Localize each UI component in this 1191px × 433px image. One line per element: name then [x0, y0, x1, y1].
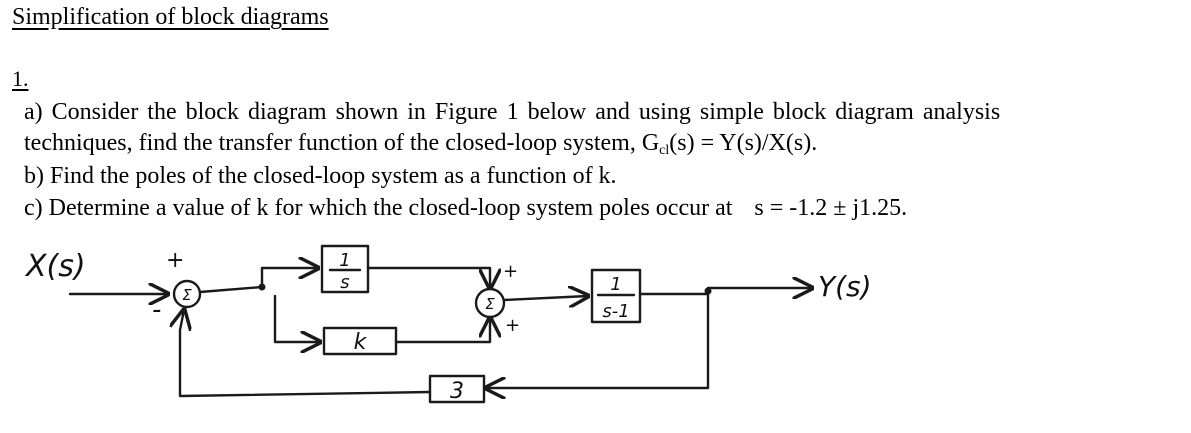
- feedback-line-to-sum1: [180, 310, 432, 398]
- output-signal-line: [638, 288, 812, 294]
- summing-junction-2: Σ: [474, 287, 506, 319]
- gain-input-line: [273, 294, 320, 342]
- sum2-top-sign: +: [503, 261, 518, 282]
- part-a-prefix: techniques, find the transfer function o…: [24, 130, 660, 156]
- gain-output-line: [394, 318, 490, 344]
- question-part-c: c) Determine a value of k for which the …: [24, 194, 907, 222]
- sum1-output-line: [198, 285, 264, 294]
- feedback-gain-label: 3: [450, 379, 464, 404]
- part-c-target-poles: s = -1.2 ± j1.25.: [754, 195, 908, 221]
- part-a-subscript: cl: [659, 143, 670, 158]
- output-label: Y(s): [818, 270, 872, 303]
- question-part-a-line-1: a) Consider the block diagram shown in F…: [24, 99, 1001, 125]
- sum2-output-line: [502, 296, 588, 300]
- sum1-plus-sign: +: [166, 248, 184, 273]
- sum1-minus-sign: -: [152, 295, 161, 325]
- plant-numerator: 1: [610, 274, 621, 295]
- integrator-input-line: [260, 268, 318, 289]
- part-c-text: c) Determine a value of k for which the …: [24, 195, 733, 221]
- branch-point-2: [704, 287, 712, 295]
- sum1-symbol: Σ: [182, 286, 192, 304]
- page-title: Simplification of block diagrams: [12, 4, 329, 30]
- question-part-a-line-2: techniques, find the transfer function o…: [24, 129, 817, 165]
- integrator-denominator: s: [340, 272, 349, 293]
- plant-block: 1 s-1: [590, 268, 642, 324]
- integrator-numerator: 1: [339, 250, 350, 271]
- sum2-bottom-sign: +: [505, 315, 520, 336]
- gain-block: k: [322, 326, 398, 356]
- gain-label: k: [354, 330, 368, 355]
- integrator-output-line: [366, 266, 490, 288]
- question-part-b: b) Find the poles of the closed-loop sys…: [24, 163, 617, 189]
- block-diagram-figure: X(s) Σ + - 1 s k Σ + + 1 s-1: [24, 244, 872, 404]
- input-label: X(s): [24, 249, 86, 284]
- integrator-block: 1 s: [320, 244, 370, 294]
- plant-denominator: s-1: [602, 301, 629, 322]
- sum2-symbol: Σ: [485, 295, 495, 313]
- feedback-line-to-gain: [486, 292, 710, 388]
- feedback-block: 3: [428, 374, 486, 404]
- question-number: 1.: [12, 66, 29, 91]
- part-a-suffix: (s) = Y(s)/X(s).: [669, 130, 818, 156]
- summing-junction-1: Σ: [172, 279, 202, 309]
